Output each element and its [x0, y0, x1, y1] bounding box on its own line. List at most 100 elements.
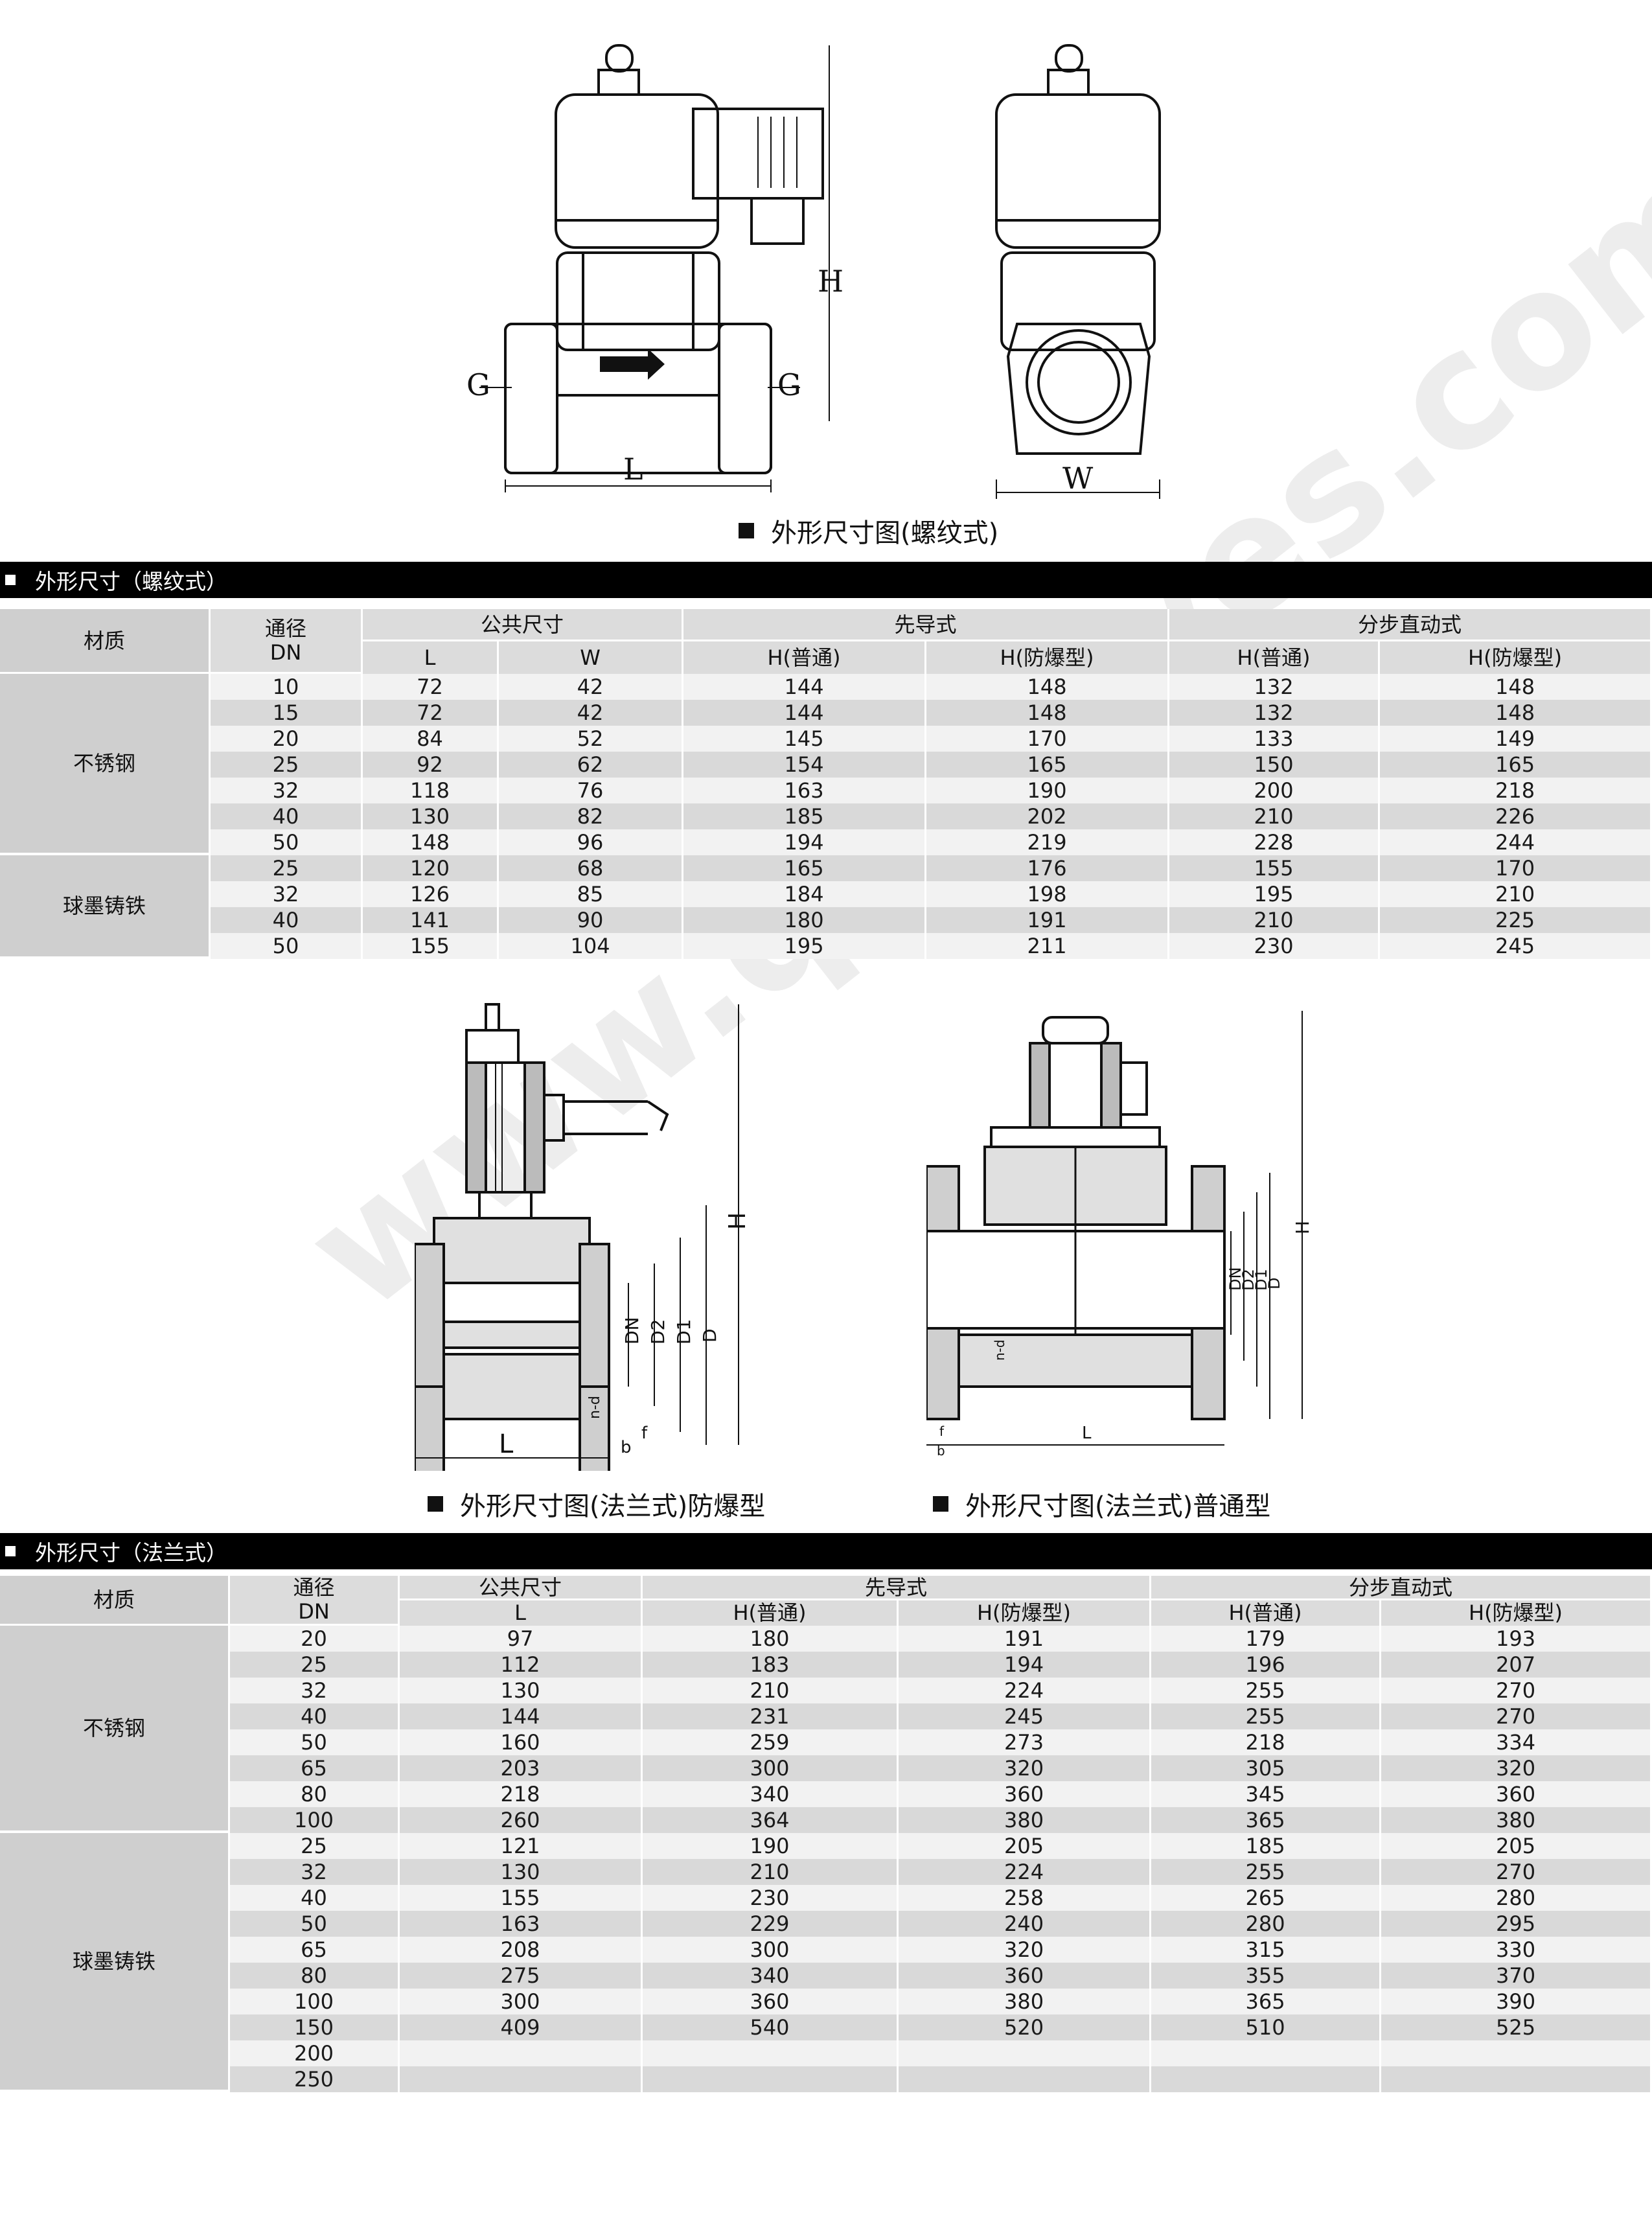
value-cell: 270 — [1381, 1858, 1652, 1885]
value-cell: 144 — [400, 1703, 643, 1729]
value-cell: 132 — [1169, 700, 1381, 726]
threaded-valve-drawing: H G G L W — [453, 32, 1199, 505]
value-cell: 165 — [926, 752, 1170, 778]
dim-label-l: L — [499, 1429, 514, 1459]
value-cell: 194 — [899, 1651, 1152, 1678]
value-cell: 183 — [643, 1651, 899, 1678]
caption-flange-explosion: 外形尺寸图(法兰式)防爆型 — [428, 1485, 765, 1523]
header-material: 材质 — [0, 609, 211, 674]
value-cell: 390 — [1381, 1988, 1652, 2014]
value-cell: 525 — [1381, 2014, 1652, 2040]
dn-cell: 40 — [230, 1703, 400, 1729]
value-cell: 195 — [683, 933, 927, 959]
value-cell: 97 — [400, 1625, 643, 1652]
value-cell: 148 — [1380, 700, 1652, 726]
value-cell: 300 — [643, 1936, 899, 1963]
dim-label-w: W — [1062, 461, 1094, 496]
value-cell: 295 — [1381, 1910, 1652, 1937]
dn-cell: 32 — [230, 1858, 400, 1885]
value-cell: 255 — [1151, 1703, 1382, 1729]
dn-cell: 25 — [211, 752, 363, 778]
value-cell: 52 — [499, 726, 684, 752]
value-cell: 145 — [683, 726, 927, 752]
square-bullet-icon — [5, 575, 16, 585]
value-cell — [1381, 2066, 1652, 2092]
dn-cell: 100 — [230, 1806, 400, 1833]
material-cell: 球墨铸铁 — [0, 855, 211, 959]
value-cell: 280 — [1151, 1910, 1382, 1937]
value-cell: 259 — [643, 1729, 899, 1755]
dn-cell: 25 — [230, 1651, 400, 1678]
value-cell: 240 — [899, 1910, 1152, 1937]
value-cell: 210 — [1169, 907, 1381, 933]
value-cell: 320 — [899, 1755, 1152, 1781]
value-cell: 42 — [499, 700, 684, 726]
dim-label-dn: DN — [1226, 1267, 1245, 1291]
value-cell: 540 — [643, 2014, 899, 2040]
dim-label-b: b — [937, 1443, 945, 1459]
dim-label-d: D — [1265, 1278, 1283, 1289]
square-bullet-icon — [5, 1546, 16, 1556]
header-pilot-h-explosion: H(防爆型) — [926, 641, 1170, 674]
value-cell: 163 — [683, 778, 927, 803]
value-cell: 163 — [400, 1910, 643, 1937]
dim-label-l: L — [1082, 1424, 1092, 1443]
section-title-flange: 外形尺寸（法兰式） — [35, 1540, 227, 1565]
header-w: W — [499, 641, 684, 674]
header-pilot-h-normal: H(普通) — [643, 1600, 899, 1626]
header-pilot: 先导式 — [683, 609, 1170, 641]
dn-cell: 150 — [230, 2014, 400, 2040]
value-cell: 230 — [643, 1884, 899, 1911]
value-cell — [400, 2040, 643, 2066]
caption-threaded-text: 外形尺寸图(螺纹式) — [771, 518, 999, 548]
value-cell — [1151, 2040, 1382, 2066]
dim-label-nd: n-d — [992, 1339, 1007, 1361]
value-cell: 355 — [1151, 1962, 1382, 1989]
value-cell: 270 — [1381, 1703, 1652, 1729]
value-cell: 72 — [363, 700, 499, 726]
value-cell: 130 — [400, 1677, 643, 1703]
table-row: 250 — [0, 2066, 1652, 2092]
value-cell — [899, 2040, 1152, 2066]
dn-cell: 32 — [230, 1677, 400, 1703]
value-cell: 365 — [1151, 1988, 1382, 2014]
value-cell: 245 — [1380, 933, 1652, 959]
value-cell: 360 — [1381, 1781, 1652, 1807]
value-cell: 191 — [899, 1625, 1152, 1652]
dn-cell: 40 — [230, 1884, 400, 1911]
dn-cell: 15 — [211, 700, 363, 726]
dn-cell: 10 — [211, 674, 363, 700]
value-cell: 273 — [899, 1729, 1152, 1755]
header-l: L — [400, 1600, 643, 1626]
dim-label-h: H — [724, 1212, 751, 1230]
dim-label-f: f — [939, 1424, 945, 1439]
value-cell: 224 — [899, 1858, 1152, 1885]
dim-label-b: b — [621, 1438, 632, 1457]
dim-label-h: H — [1292, 1221, 1313, 1234]
dn-cell: 50 — [230, 1729, 400, 1755]
dim-label-nd: n-d — [587, 1396, 603, 1419]
value-cell: 370 — [1381, 1962, 1652, 1989]
dn-cell: 50 — [211, 933, 363, 959]
value-cell: 245 — [899, 1703, 1152, 1729]
value-cell: 305 — [1151, 1755, 1382, 1781]
value-cell: 191 — [926, 907, 1170, 933]
value-cell: 155 — [400, 1884, 643, 1911]
value-cell — [643, 2040, 899, 2066]
value-cell: 130 — [363, 803, 499, 829]
header-step: 分步直动式 — [1169, 609, 1652, 641]
value-cell: 345 — [1151, 1781, 1382, 1807]
dn-cell: 200 — [230, 2040, 400, 2066]
header-l: L — [363, 641, 499, 674]
